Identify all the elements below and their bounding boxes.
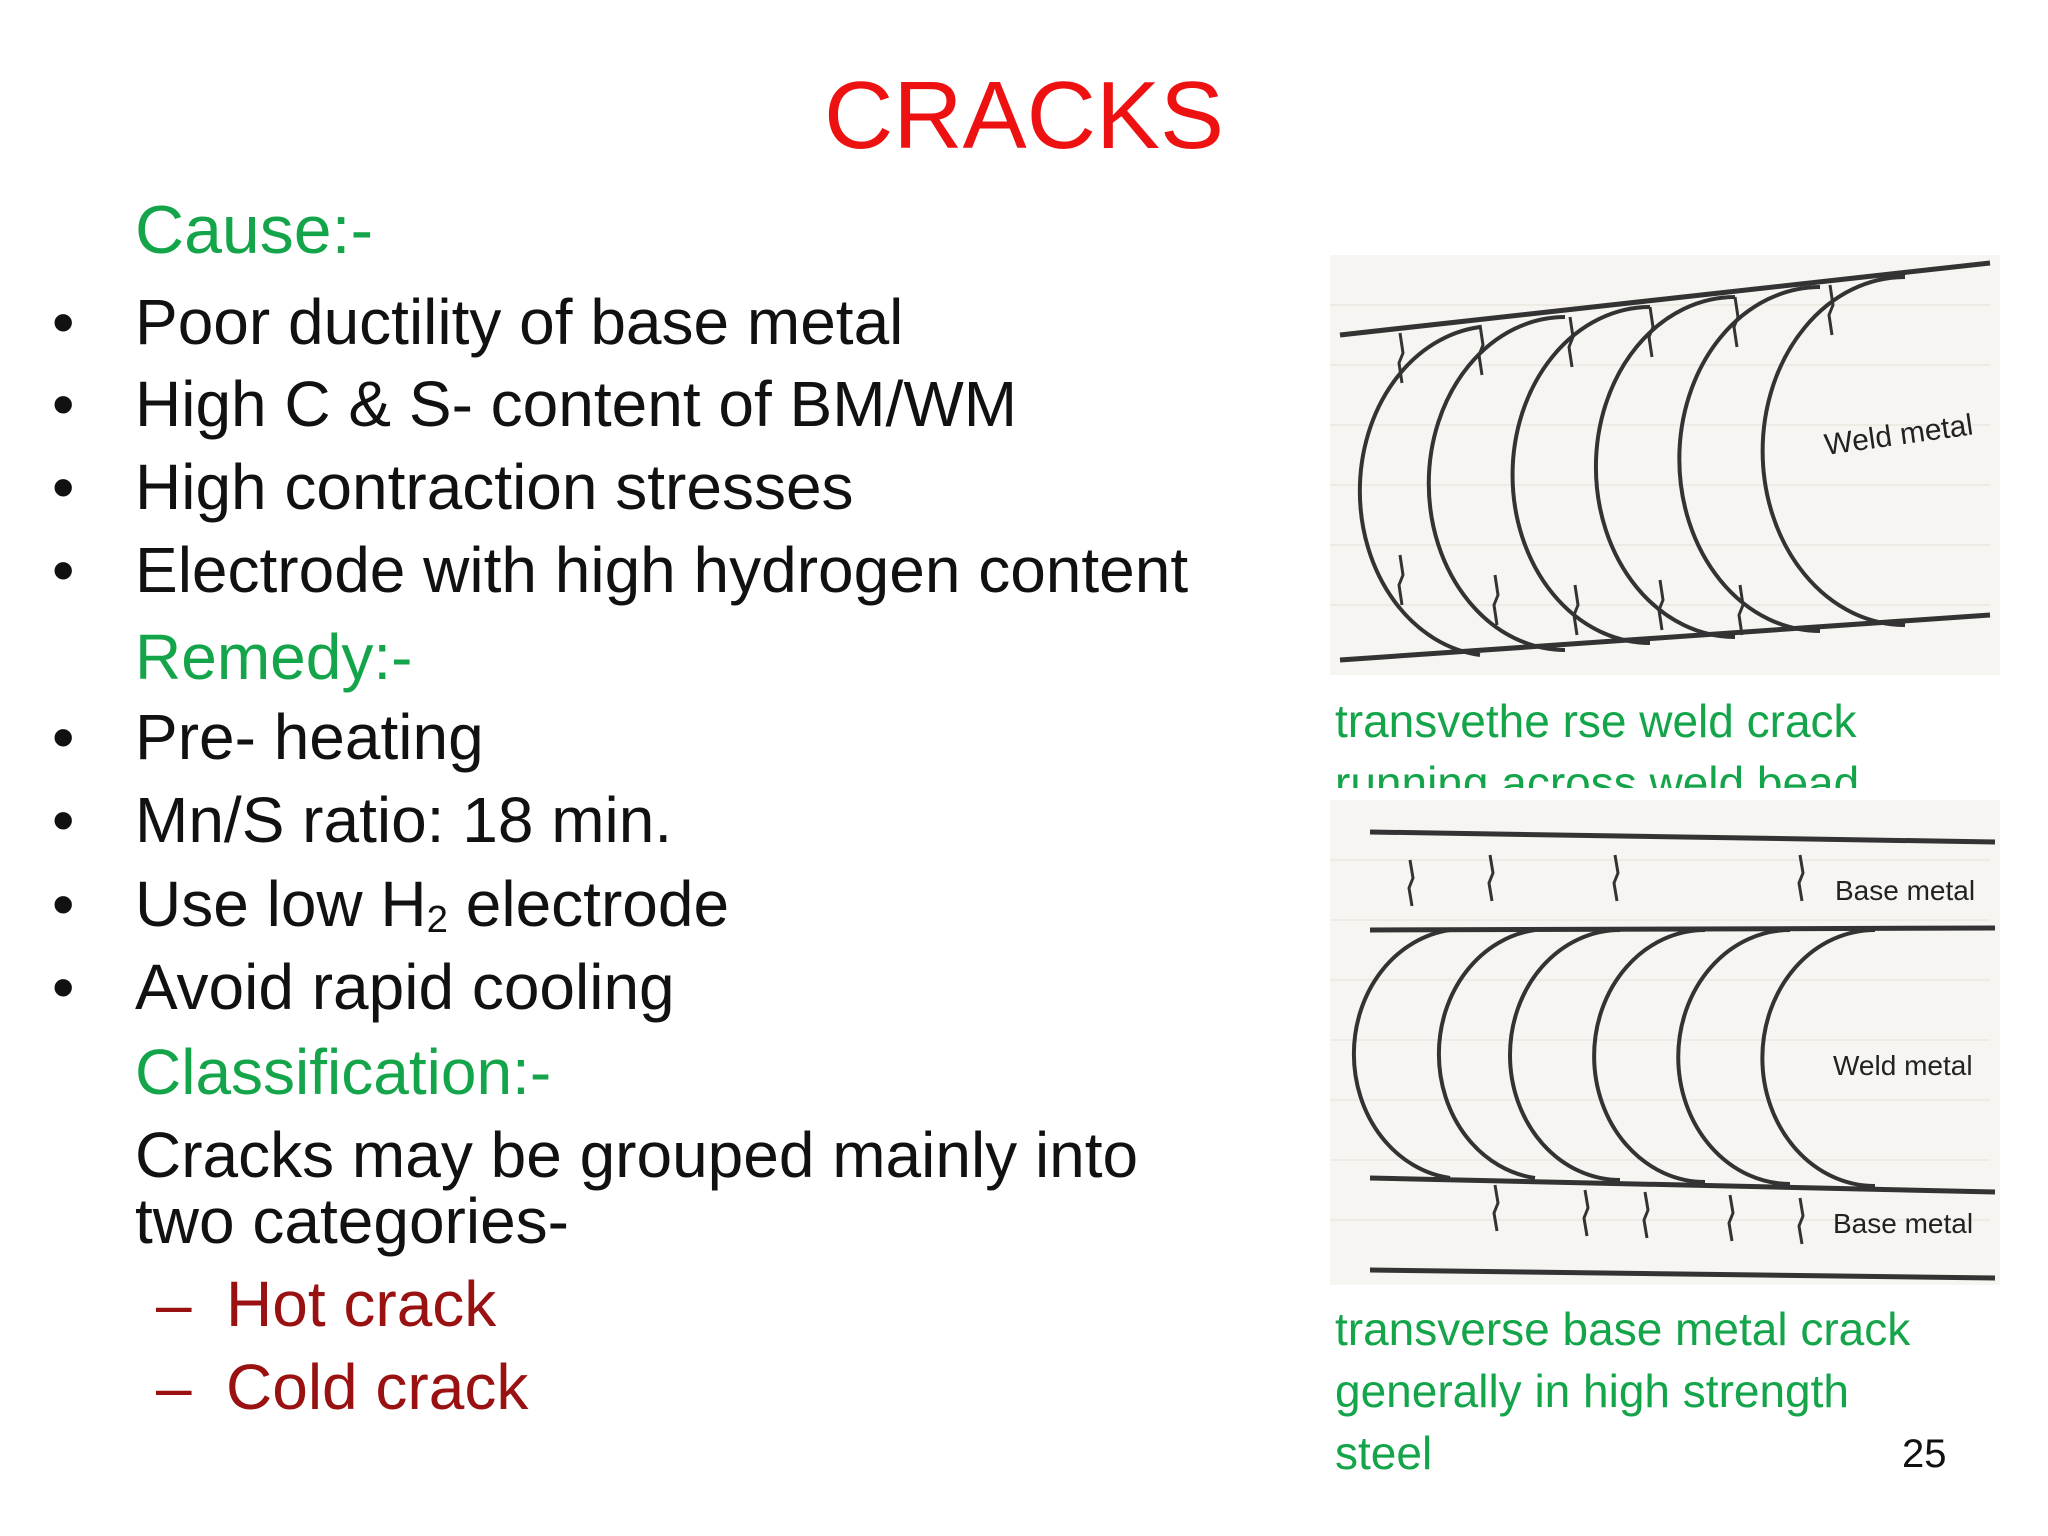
crack-marks [1407,854,1805,1245]
h2-subscript: 2 [426,897,448,941]
bullet-icon: • [52,368,75,440]
weld-metal-label: Weld metal [1833,1050,1973,1081]
classification-heading: Classification:- [135,1036,552,1108]
base-metal-bottom-label: Base metal [1833,1208,1973,1239]
remedy-heading: Remedy:- [135,621,413,693]
bullet-icon: • [52,451,75,523]
weld-crack-diagram: Weld metal [1330,255,2000,675]
caption-line: transvethe rse weld crack [1335,695,1857,747]
cause-item-text: High contraction stresses [135,451,854,523]
slide-title: CRACKS [823,62,1225,169]
remedy-item-text: Use low H2 electrode [135,872,729,939]
cause-item-text: Poor ductility of base metal [135,286,904,358]
plate-lines [1369,829,1996,1281]
h2-prefix: Use low H [135,868,427,940]
base-metal-top-label: Base metal [1835,875,1975,906]
crack-type-text: Hot crack [226,1268,497,1340]
base-metal-crack-diagram: Base metal Weld metal Base metal [1330,800,2000,1285]
classification-text: Cracks may be grouped mainly into two ca… [135,1122,1138,1254]
page-number: 25 [1902,1432,1947,1476]
cause-item-text: High C & S- content of BM/WM [135,368,1018,440]
dash-icon: – [156,1351,192,1423]
weld-ripples [1357,275,1906,657]
bullet-icon: • [52,784,75,856]
bullet-icon: • [52,534,75,606]
remedy-item-text: Mn/S ratio: 18 min. [135,784,673,856]
caption-line: generally in high strength [1335,1365,1849,1417]
weld-ripples [1351,928,1876,1188]
caption-line: transverse base metal crack [1335,1303,1911,1355]
caption-line: steel [1335,1427,1433,1479]
crack-type-text: Cold crack [226,1351,529,1423]
remedy-item-text: Pre- heating [135,701,484,773]
bullet-icon: • [52,286,75,358]
base-metal-crack-caption: transverse base metal crack generally in… [1335,1298,1910,1484]
caption-line: running across weld bead [1335,757,1860,788]
dash-icon: – [156,1268,192,1340]
h2-suffix: electrode [447,868,730,940]
cause-item-text: Electrode with high hydrogen content [135,534,1189,606]
classification-text-line: Cracks may be grouped mainly into [135,1119,1139,1191]
background-text-lines [1330,859,1990,1221]
remedy-item-text: Avoid rapid cooling [135,951,675,1023]
cause-heading: Cause:- [135,192,374,268]
crack-marks [1397,284,1835,636]
bullet-icon: • [52,951,75,1023]
weld-crack-caption: transvethe rse weld crack running across… [1335,690,1859,788]
bullet-icon: • [52,701,75,773]
classification-text-line: two categories- [135,1185,569,1257]
figure-background [1330,800,2000,1285]
bullet-icon: • [52,868,75,940]
